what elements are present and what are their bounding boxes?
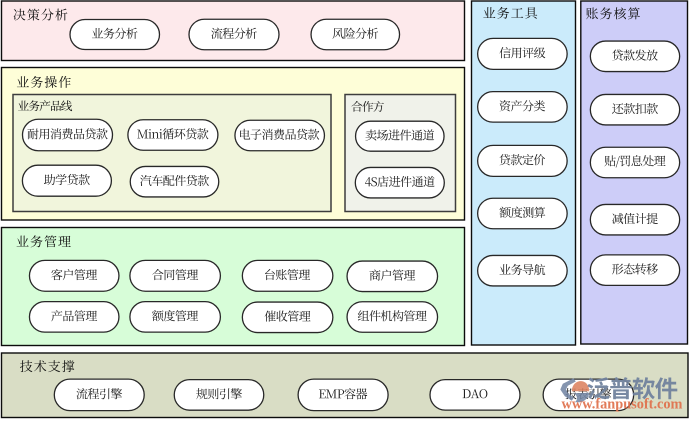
svg-text:www.fanpusoft.com: www.fanpusoft.com: [562, 397, 683, 413]
